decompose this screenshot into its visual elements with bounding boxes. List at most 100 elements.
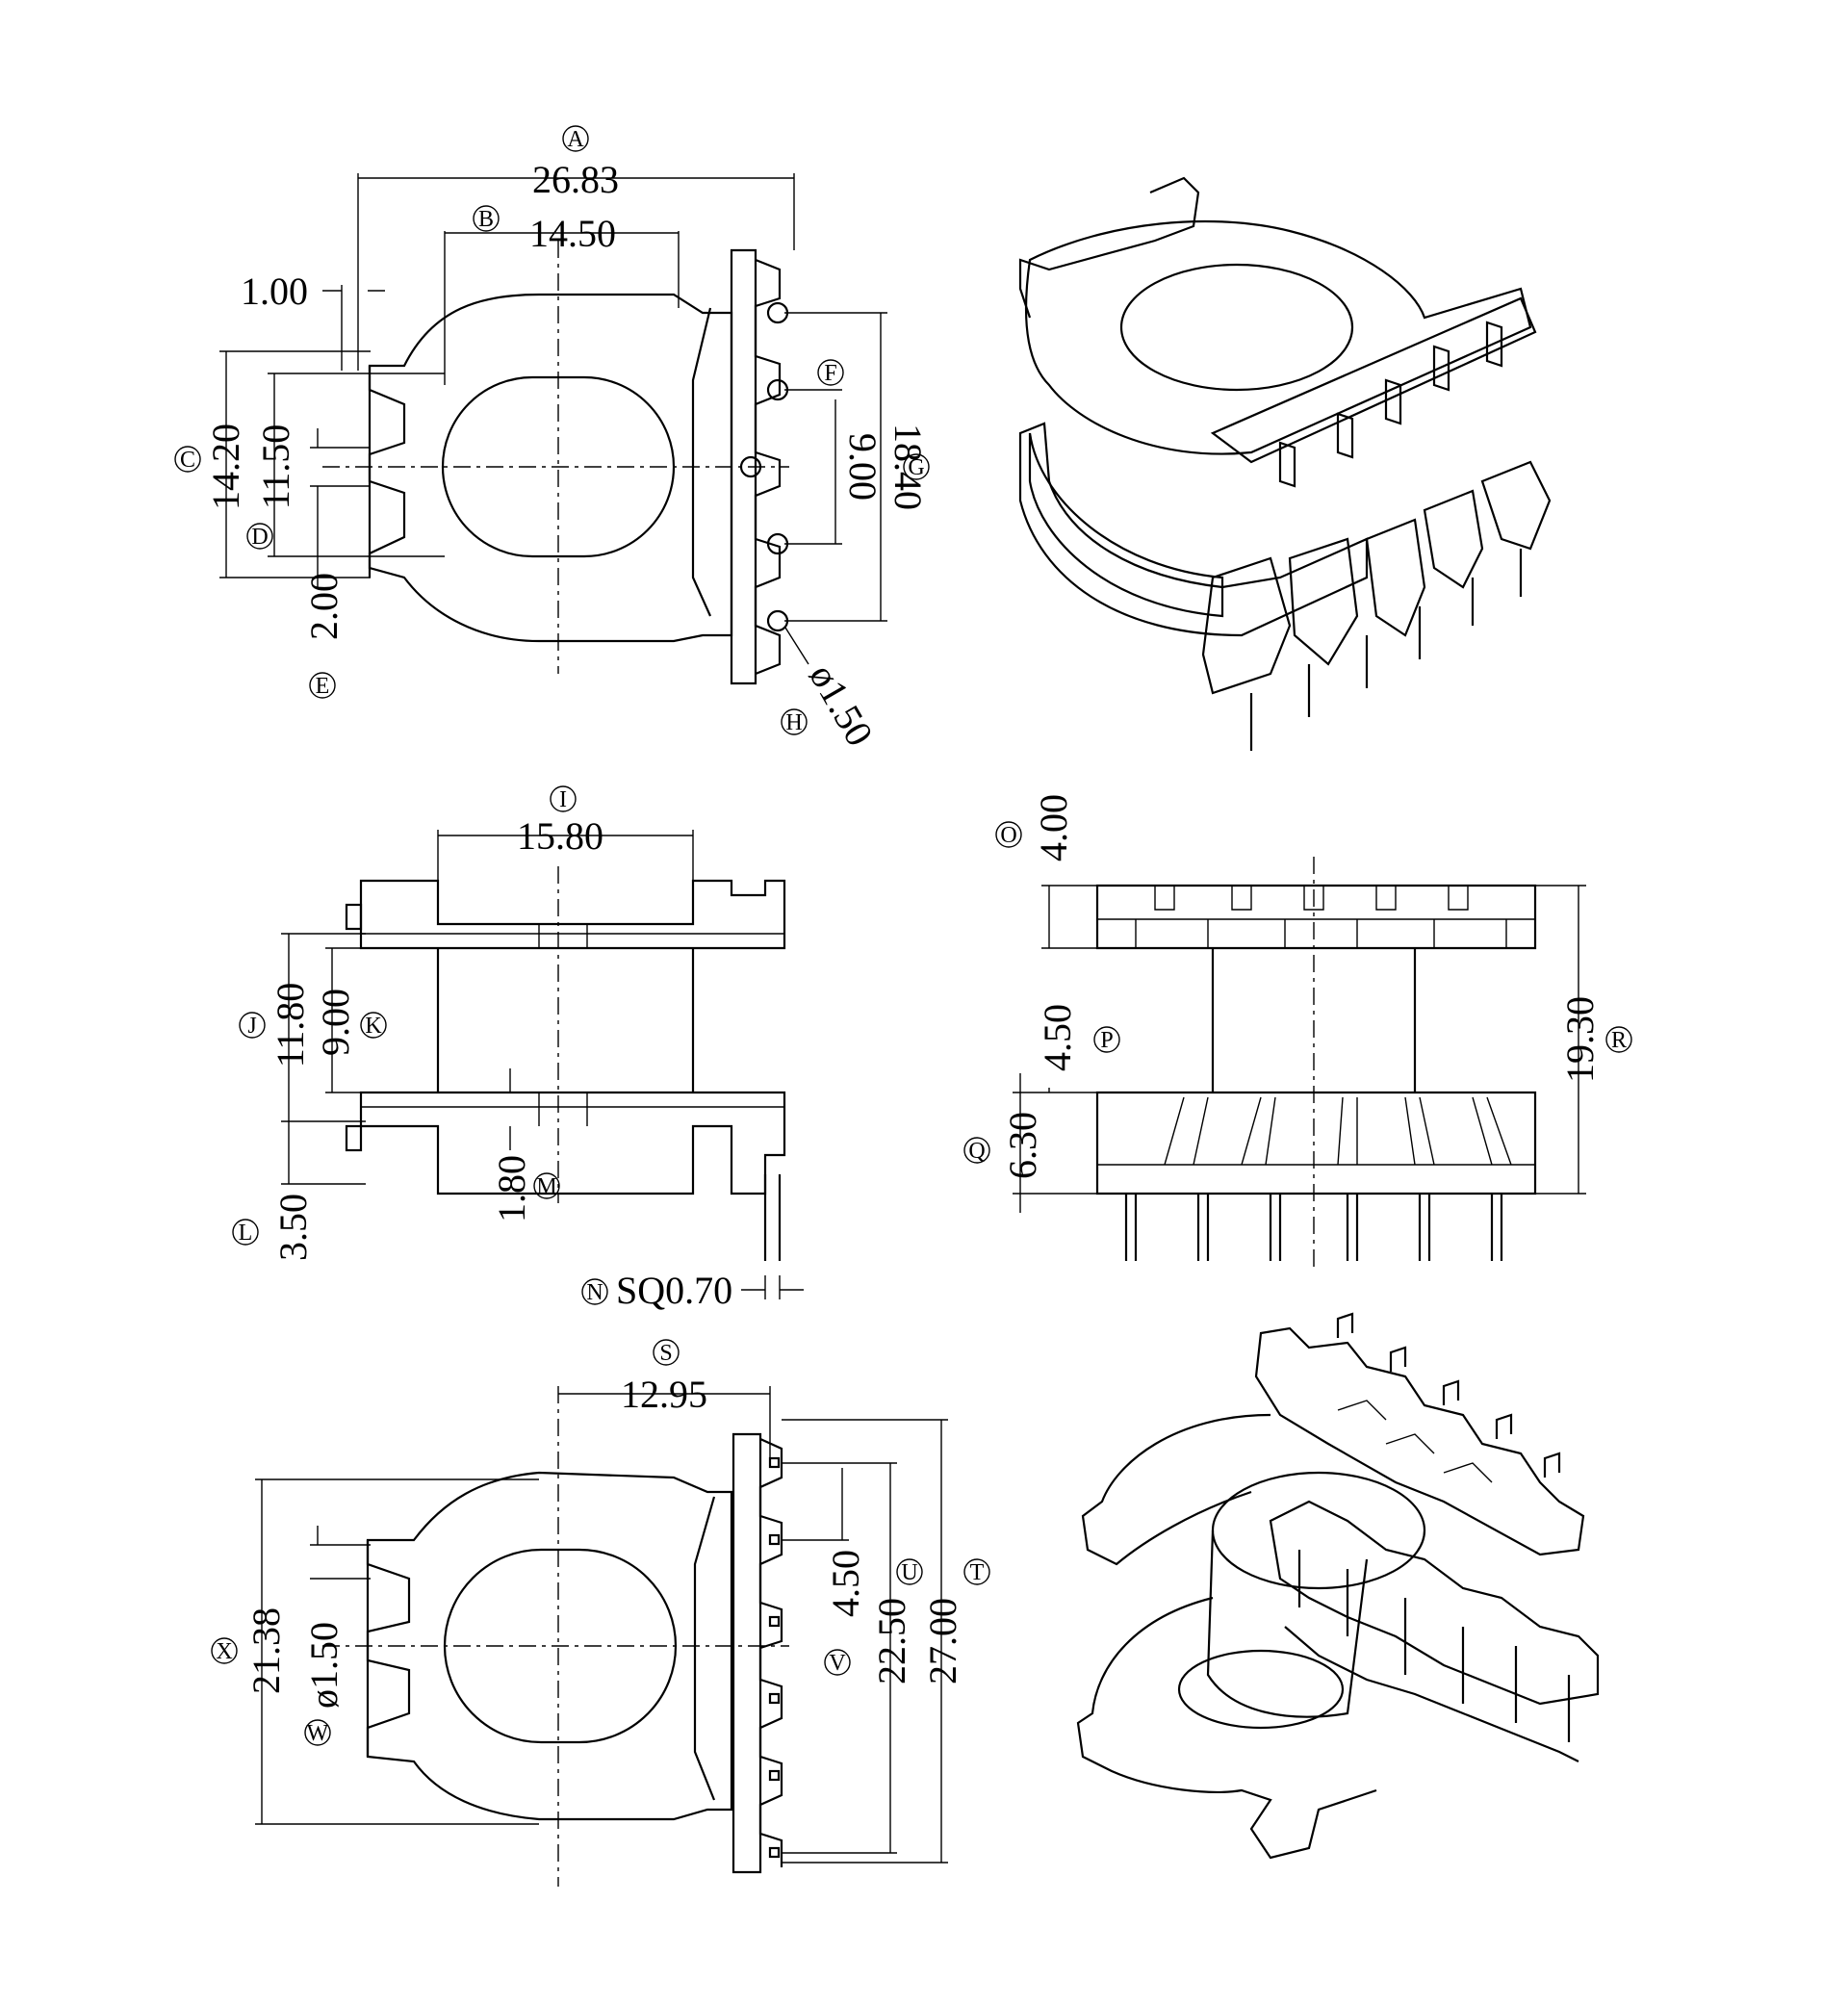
iso-lower-core-body xyxy=(1206,1529,1369,1718)
iso-lower-pegs xyxy=(1336,1312,1561,1478)
side-view-bottom-flange xyxy=(359,1091,786,1195)
dim-x-value: 21.38 xyxy=(244,1607,288,1694)
iso-lower-pin-rail xyxy=(1284,1626,1579,1762)
top-view: 26.83 A 14.50 B 1.00 14.20 C 11.50 D xyxy=(174,125,930,753)
bottom-view-pin-rail-teeth xyxy=(758,1437,783,1867)
dim-s-label: S xyxy=(659,1341,672,1366)
dim-o-value: 4.00 xyxy=(1032,794,1075,861)
bottom-view-pin-3 xyxy=(768,1615,781,1628)
dim-k-value: 9.00 xyxy=(314,989,357,1056)
dim-p-value: 4.50 xyxy=(1036,1004,1079,1071)
dim-v-value: 4.50 xyxy=(824,1550,867,1617)
bottom-view-pin-1 xyxy=(768,1456,781,1469)
bottom-view-pin-rail xyxy=(732,1432,762,1874)
dim-q-value: 6.30 xyxy=(1001,1112,1044,1179)
iso-upper-core-window xyxy=(1119,263,1354,392)
dim-e-label: E xyxy=(316,674,330,699)
iso-upper-body xyxy=(1028,432,1224,618)
dim-g-label: G xyxy=(908,455,924,480)
bottom-view-body-outline xyxy=(366,1471,733,1821)
dim-o-label: O xyxy=(1000,823,1016,848)
dim-u-value: 22.50 xyxy=(870,1598,913,1684)
bottom-view-left-notches xyxy=(366,1540,411,1757)
bottom-view-inner-flange xyxy=(693,1496,716,1801)
bottom-view-pin-4 xyxy=(768,1692,781,1705)
side-view-pin-stub-bottom xyxy=(345,1124,363,1152)
bottom-view: 12.95 S 27.00 T 22.50 U 4.50 V ø1.50 W xyxy=(211,1339,990,1887)
dim-a-label: A xyxy=(567,127,584,152)
bottom-view-pin-5 xyxy=(768,1769,781,1782)
dim-w-value: ø1.50 xyxy=(302,1622,346,1709)
iso-upper-flange-top xyxy=(1024,219,1532,455)
dim-s-value: 12.95 xyxy=(621,1373,707,1416)
dim-r-label: R xyxy=(1611,1028,1627,1053)
dim-l-value: 3.50 xyxy=(271,1194,315,1261)
dim-r-value: 19.30 xyxy=(1558,996,1602,1083)
dim-f-label: F xyxy=(824,361,836,386)
dim-d-value: 11.50 xyxy=(254,424,297,510)
side-view-pin-leg xyxy=(763,1174,782,1261)
top-view-pin-rail-teeth xyxy=(754,258,782,676)
dim-h-label: H xyxy=(785,710,802,735)
dim-c-value: 14.20 xyxy=(204,424,247,510)
iso-lower-pin-row xyxy=(1269,1500,1600,1706)
dim-c-label: C xyxy=(180,448,195,473)
top-view-left-notches xyxy=(368,366,406,578)
iso-lower-flange xyxy=(1081,1413,1271,1566)
dim-one-value: 1.00 xyxy=(241,270,308,313)
dim-t-value: 27.00 xyxy=(921,1598,964,1684)
dim-n-value: SQ0.70 xyxy=(616,1269,732,1312)
dim-m-value: 1.80 xyxy=(490,1155,533,1222)
dim-j-label: J xyxy=(247,1014,256,1039)
dim-p-label: P xyxy=(1100,1028,1113,1053)
side-view-top-flange xyxy=(359,879,786,950)
dim-i-label: I xyxy=(559,787,567,812)
dim-b-label: B xyxy=(478,207,494,232)
bottom-view-pin-6 xyxy=(768,1846,781,1859)
dim-t-label: T xyxy=(970,1560,985,1585)
side-view: 15.80 I 11.80 J 9.00 K 3.50 L 1.80 M xyxy=(232,785,804,1312)
top-view-inner-flange xyxy=(691,307,712,617)
iso-upper-tab xyxy=(1018,176,1200,319)
isometric-view-lower xyxy=(1076,1312,1600,1860)
front-view-bottom-grooves xyxy=(1097,1096,1535,1166)
dim-e-value: 2.00 xyxy=(302,573,346,640)
dim-m-label: M xyxy=(536,1174,556,1199)
iso-lower-top-rail xyxy=(1254,1326,1585,1556)
dim-v-label: V xyxy=(829,1651,846,1676)
dim-x-label: X xyxy=(216,1639,232,1664)
iso-upper-lower-flange xyxy=(1018,422,1369,637)
side-view-bobbin-core xyxy=(436,948,695,1092)
dim-n-label: N xyxy=(586,1280,603,1305)
dim-h-value: ø1.50 xyxy=(801,656,882,753)
iso-lower-top-rail-slots xyxy=(1337,1400,1493,1483)
dim-i-value: 15.80 xyxy=(517,814,603,858)
iso-lower-pin-legs xyxy=(1297,1550,1571,1742)
iso-upper-lower-pins xyxy=(1201,460,1552,695)
bottom-view-pin-2 xyxy=(768,1533,781,1546)
front-view-pins xyxy=(1124,1194,1503,1261)
iso-lower-bottom-flange xyxy=(1076,1596,1377,1860)
front-view-core xyxy=(1211,948,1417,1092)
iso-lower-core-top xyxy=(1211,1471,1426,1590)
dim-g-value: 18.40 xyxy=(886,424,930,510)
front-view-top-blocks xyxy=(1135,919,1507,948)
dim-k-label: K xyxy=(365,1014,382,1039)
front-view-top-flange xyxy=(1095,884,1537,950)
dim-l-label: L xyxy=(239,1221,253,1246)
dim-j-value: 11.80 xyxy=(269,983,312,1068)
iso-upper-posts xyxy=(1278,321,1503,488)
iso-upper-pin-legs xyxy=(1249,549,1523,751)
dim-w-label: W xyxy=(307,1721,329,1746)
top-view-pin-rail xyxy=(730,248,757,685)
front-view: 4.00 O 4.50 P 6.30 Q 19.30 R xyxy=(963,794,1632,1271)
dim-d-label: D xyxy=(251,525,268,550)
side-view-pin-stub-top xyxy=(345,903,363,931)
front-view-top-posts xyxy=(1097,886,1535,920)
top-view-body-outline xyxy=(368,293,733,643)
front-view-bottom-flange xyxy=(1095,1091,1537,1195)
dim-f-value: 9.00 xyxy=(841,433,885,501)
isometric-view-upper xyxy=(1018,176,1552,751)
dim-b-value: 14.50 xyxy=(529,212,616,255)
